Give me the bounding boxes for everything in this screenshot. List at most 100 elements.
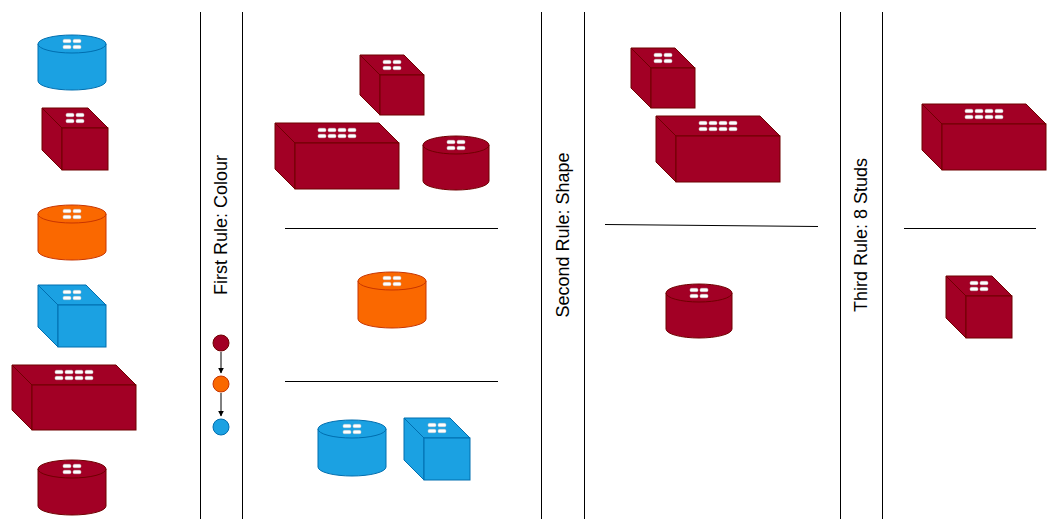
brick-side <box>922 104 942 170</box>
stud <box>447 140 455 143</box>
stud <box>985 115 993 118</box>
round-brick-top <box>423 136 489 154</box>
stud <box>76 119 84 122</box>
brick-front <box>651 68 695 108</box>
stud <box>55 376 63 379</box>
stud <box>353 430 361 433</box>
stud <box>63 470 71 473</box>
stud <box>729 121 737 124</box>
stud <box>975 115 983 118</box>
stud <box>995 109 1003 112</box>
brick-side <box>656 116 676 182</box>
stud <box>438 429 446 432</box>
colour-order-dots <box>213 335 229 435</box>
brick-front <box>380 75 424 115</box>
brick-front <box>942 124 1046 170</box>
stud <box>348 128 356 131</box>
stud <box>63 464 71 467</box>
brick-side <box>38 285 58 347</box>
stud <box>995 115 1003 118</box>
stud <box>328 134 336 137</box>
stud <box>73 470 81 473</box>
stud <box>318 134 326 137</box>
rule-label: Third Rule: 8 Studs <box>851 156 872 314</box>
brick-side <box>12 365 32 430</box>
rule-label: Second Rule: Shape <box>553 150 574 319</box>
stud <box>383 66 391 69</box>
divider-lines <box>201 12 1037 519</box>
round-brick-top <box>318 420 386 438</box>
stud <box>457 140 465 143</box>
stud <box>66 113 74 116</box>
stud <box>348 134 356 137</box>
stud <box>343 430 351 433</box>
stud <box>85 370 93 373</box>
stud <box>343 424 351 427</box>
stud <box>428 429 436 432</box>
stud <box>438 423 446 426</box>
stud <box>63 45 71 48</box>
stud <box>63 215 71 218</box>
stud <box>328 128 336 131</box>
stud <box>73 296 81 299</box>
rule-label: First Rule: Colour <box>211 153 232 297</box>
stud <box>729 127 737 130</box>
round-brick-top <box>38 205 106 223</box>
brick-top <box>656 116 780 136</box>
stud <box>353 424 361 427</box>
stud <box>383 60 391 63</box>
stud <box>654 53 662 56</box>
stud <box>975 109 983 112</box>
stud <box>709 127 717 130</box>
stud <box>393 60 401 63</box>
stud <box>73 464 81 467</box>
stud <box>63 209 71 212</box>
stud <box>73 215 81 218</box>
stud <box>318 128 326 131</box>
stud <box>970 281 978 284</box>
stud <box>75 370 83 373</box>
brick-top <box>275 123 399 143</box>
stud <box>338 134 346 137</box>
brick-front <box>295 143 399 189</box>
stud <box>73 209 81 212</box>
stud <box>664 53 672 56</box>
stud <box>700 288 708 291</box>
stud <box>690 288 698 291</box>
stud <box>700 294 708 297</box>
stud <box>73 45 81 48</box>
stud <box>393 282 401 285</box>
brick-side <box>42 108 62 170</box>
stud <box>699 121 707 124</box>
round-brick-top <box>38 460 106 478</box>
stud <box>690 294 698 297</box>
brick-front <box>424 438 470 480</box>
brick-front <box>676 136 780 182</box>
stud <box>63 296 71 299</box>
stud <box>63 39 71 42</box>
stud <box>654 59 662 62</box>
stud <box>73 39 81 42</box>
stud <box>76 113 84 116</box>
stud <box>457 146 465 149</box>
round-brick-top <box>358 272 426 290</box>
brick-top <box>12 365 136 385</box>
stud <box>719 127 727 130</box>
stud <box>65 370 73 373</box>
brick-side <box>360 55 380 115</box>
brick-front <box>32 385 136 430</box>
brick-top <box>922 104 1046 124</box>
stud <box>980 281 988 284</box>
stud <box>338 128 346 131</box>
stud <box>699 127 707 130</box>
stud <box>66 119 74 122</box>
stud <box>383 276 391 279</box>
stud <box>965 115 973 118</box>
stud <box>55 370 63 373</box>
stud <box>65 376 73 379</box>
stud <box>447 146 455 149</box>
stud <box>63 290 71 293</box>
stud <box>393 66 401 69</box>
stud <box>664 59 672 62</box>
